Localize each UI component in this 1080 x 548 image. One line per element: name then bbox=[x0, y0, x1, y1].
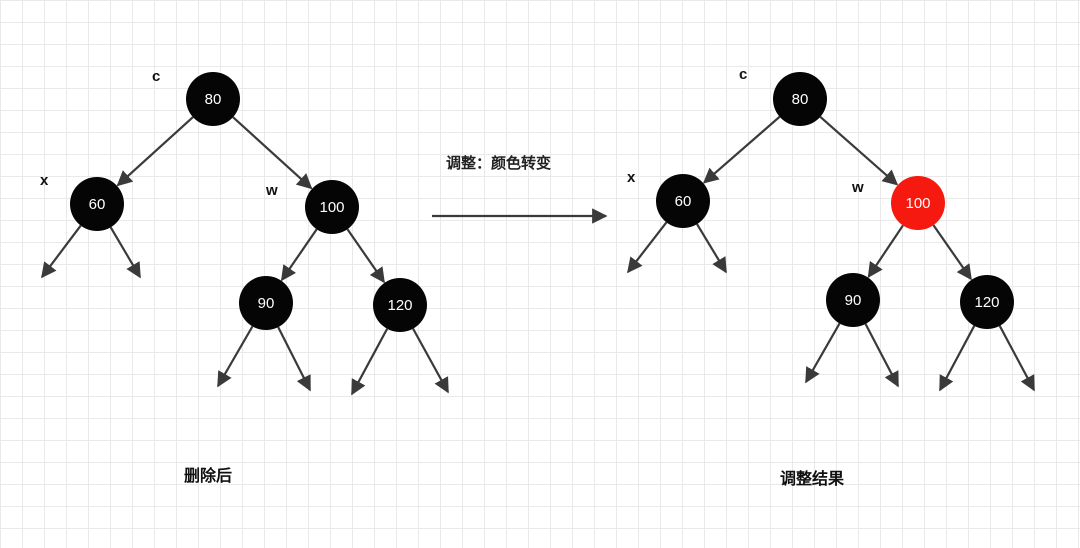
nil-edge-90-left bbox=[217, 325, 254, 388]
nil-edge-60-right bbox=[109, 226, 141, 279]
nil-edge-60-left bbox=[627, 221, 668, 274]
edges bbox=[41, 116, 449, 396]
nil-edge-90-right bbox=[277, 326, 311, 392]
tree-node-120: 120 bbox=[960, 275, 1014, 329]
edge-100-120 bbox=[346, 228, 385, 284]
node-label: 60 bbox=[675, 193, 692, 210]
transition-label: 调整：颜色转变 bbox=[446, 154, 551, 172]
nil-edge-120-left bbox=[939, 325, 976, 392]
nil-edge-60-right bbox=[696, 223, 727, 274]
node-tag-c: c bbox=[739, 66, 747, 83]
node-label: 60 bbox=[89, 196, 106, 213]
node-tag-x: x bbox=[627, 169, 636, 186]
tree-node-80: 80 bbox=[186, 72, 240, 126]
node-circle bbox=[773, 72, 827, 126]
node-circle bbox=[305, 180, 359, 234]
nil-edge-90-left bbox=[805, 322, 841, 384]
tree-caption: 删除后 bbox=[184, 466, 232, 485]
node-circle bbox=[186, 72, 240, 126]
node-label: 120 bbox=[974, 294, 999, 311]
edge-100-120 bbox=[932, 224, 972, 281]
node-circle bbox=[656, 174, 710, 228]
transition: 调整：颜色转变 bbox=[432, 154, 608, 224]
tree-before: 80 c 60 x 100 w 90 120 删除后 bbox=[40, 68, 449, 485]
nil-edge-120-left bbox=[351, 328, 389, 396]
tree-node-100: 100 bbox=[891, 176, 945, 230]
edge-80-60 bbox=[702, 115, 781, 184]
tree-caption: 调整结果 bbox=[780, 469, 844, 488]
node-label: 80 bbox=[205, 91, 222, 108]
tree-after: 80 c 60 x 100 w 90 120 调整结果 bbox=[627, 66, 1035, 488]
node-circle bbox=[70, 177, 124, 231]
edges bbox=[627, 115, 1035, 392]
nil-edge-120-right bbox=[998, 325, 1035, 392]
node-circle bbox=[891, 176, 945, 230]
tree-node-60: 60 bbox=[70, 177, 124, 231]
node-label: 100 bbox=[905, 195, 930, 212]
nil-edge-120-right bbox=[412, 328, 449, 394]
tree-node-80: 80 bbox=[773, 72, 827, 126]
node-circle bbox=[239, 276, 293, 330]
node-tag-x: x bbox=[40, 172, 49, 189]
edge-80-100 bbox=[819, 116, 899, 186]
node-circle bbox=[826, 273, 880, 327]
tree-node-120: 120 bbox=[373, 278, 427, 332]
node-circle bbox=[960, 275, 1014, 329]
node-tag-c: c bbox=[152, 68, 160, 85]
node-circle bbox=[373, 278, 427, 332]
edge-80-100 bbox=[232, 116, 313, 190]
edge-100-90 bbox=[280, 228, 318, 282]
node-label: 90 bbox=[258, 295, 275, 312]
node-label: 100 bbox=[319, 199, 344, 216]
tree-node-100: 100 bbox=[305, 180, 359, 234]
tree-node-90: 90 bbox=[239, 276, 293, 330]
nil-edge-90-right bbox=[864, 323, 899, 388]
node-tag-w: w bbox=[265, 182, 278, 199]
node-tag-w: w bbox=[851, 179, 864, 196]
node-label: 120 bbox=[387, 297, 412, 314]
tree-node-60: 60 bbox=[656, 174, 710, 228]
nil-edge-60-left bbox=[41, 224, 82, 279]
edge-100-90 bbox=[867, 224, 904, 279]
node-label: 80 bbox=[792, 91, 809, 108]
tree-node-90: 90 bbox=[826, 273, 880, 327]
edge-80-60 bbox=[116, 116, 194, 187]
node-label: 90 bbox=[845, 292, 862, 309]
